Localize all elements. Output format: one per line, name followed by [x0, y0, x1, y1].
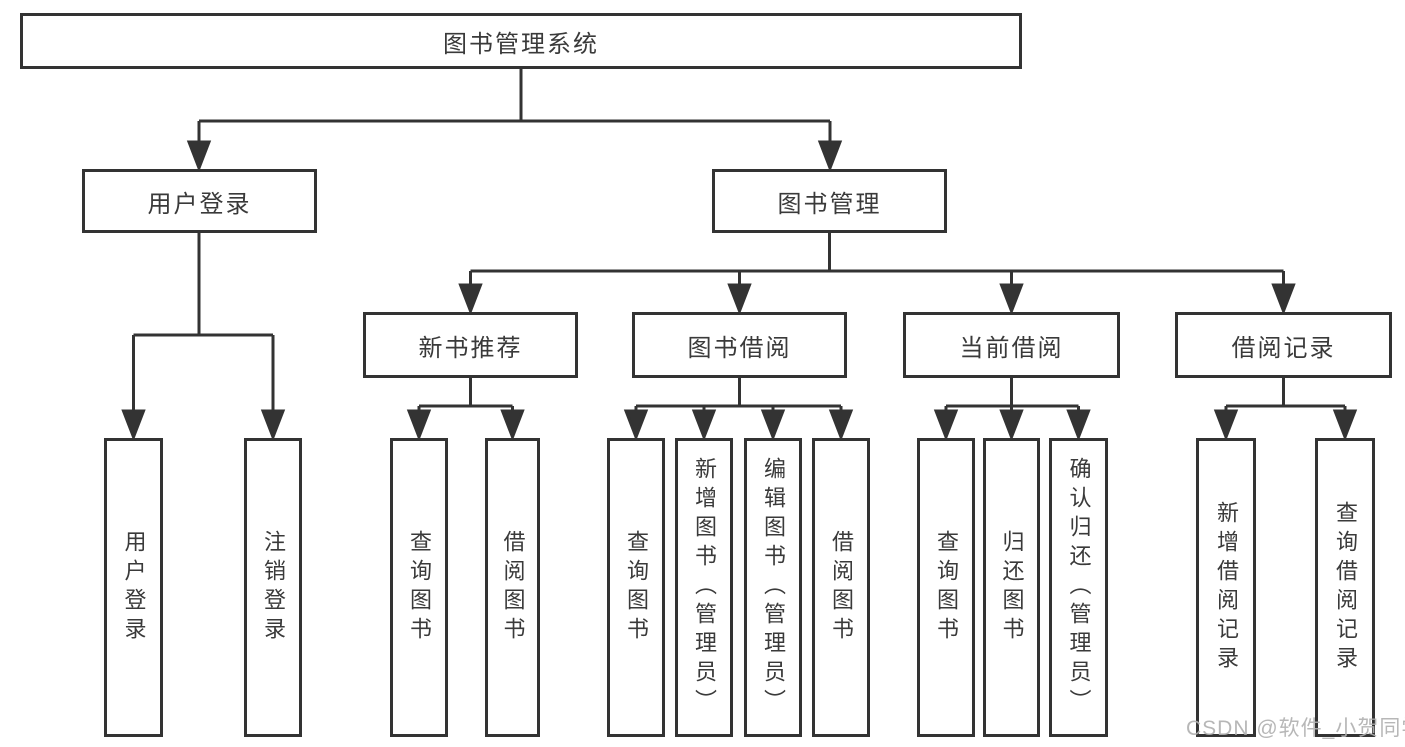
node-new-book-recommend: 新书推荐 [363, 312, 578, 378]
node-label: 用户登录 [147, 190, 252, 218]
node-borrow-records: 借阅记录 [1175, 312, 1392, 378]
edge-book-management-to-level3 [458, 233, 1296, 316]
node-label: 查询图书 [934, 529, 959, 646]
node-library-system: 图书管理系统 [20, 13, 1022, 69]
arrow-down-icon [1332, 409, 1358, 442]
node-label: 归还图书 [999, 529, 1025, 646]
leaf-logout: 注销登录 [244, 438, 302, 737]
arrow-down-icon [1271, 283, 1296, 316]
edge-user-login-to-children [121, 233, 286, 442]
leaf-add-borrow-record: 新增借阅记录 [1196, 438, 1256, 737]
leaf-confirm-return-admin: 确认归还（管理员） [1049, 438, 1108, 737]
edge-new-book-to-children [406, 378, 525, 442]
node-label: 当前借阅 [959, 334, 1064, 362]
node-book-borrow: 图书借阅 [632, 312, 847, 378]
leaf-borrow-books: 借阅图书 [812, 438, 870, 737]
arrow-down-icon [817, 140, 843, 173]
node-label: 新增图书（管理员） [692, 457, 717, 718]
leaf-query-borrow-record: 查询借阅记录 [1315, 438, 1375, 737]
leaf-user-login: 用户登录 [104, 438, 163, 737]
arrow-down-icon [933, 409, 959, 442]
node-label: 借阅记录 [1231, 334, 1336, 362]
leaf-return-books: 归还图书 [983, 438, 1040, 737]
node-label: 用户登录 [121, 529, 147, 646]
edge-book-borrow-to-children [623, 378, 854, 442]
node-label: 新增借阅记录 [1214, 500, 1239, 675]
leaf-add-book-admin: 新增图书（管理员） [675, 438, 733, 737]
node-label: 借阅图书 [500, 529, 526, 646]
csdn-watermark: CSDN @软件_小贺同学 [1186, 717, 1405, 740]
leaf-borrow-books-recommend: 借阅图书 [485, 438, 540, 737]
node-label: 新书推荐 [418, 334, 523, 362]
node-label: 图书管理系统 [443, 30, 599, 58]
node-label: 注销登录 [261, 529, 286, 646]
arrow-down-icon [999, 283, 1024, 316]
node-label: 查询图书 [407, 529, 432, 646]
node-label: 图书借阅 [687, 334, 792, 362]
arrow-down-icon [727, 283, 752, 316]
arrow-down-icon [691, 409, 717, 442]
arrow-down-icon [760, 409, 786, 442]
leaf-query-books-recommend: 查询图书 [390, 438, 448, 737]
leaf-query-books-current: 查询图书 [917, 438, 975, 737]
arrow-down-icon [828, 409, 854, 442]
node-label: 图书管理 [777, 190, 882, 218]
node-current-borrow: 当前借阅 [903, 312, 1120, 378]
arrow-down-icon [1213, 409, 1239, 442]
arrow-down-icon [406, 409, 432, 442]
node-label: 查询借阅记录 [1333, 500, 1358, 675]
edge-root-to-level2 [186, 69, 843, 173]
arrow-down-icon [1066, 409, 1091, 442]
node-book-management: 图书管理 [712, 169, 947, 233]
node-label: 确认归还（管理员） [1066, 457, 1092, 718]
arrow-down-icon [186, 140, 212, 173]
arrow-down-icon [260, 409, 286, 442]
node-label: 编辑图书（管理员） [761, 457, 786, 718]
edge-current-borrow-to-children [933, 378, 1091, 442]
edge-borrow-records-to-children [1213, 378, 1358, 442]
leaf-query-books-borrow: 查询图书 [607, 438, 665, 737]
leaf-edit-book-admin: 编辑图书（管理员） [744, 438, 802, 737]
arrow-down-icon [121, 409, 146, 442]
arrow-down-icon [623, 409, 649, 442]
arrow-down-icon [458, 283, 483, 316]
node-label: 借阅图书 [829, 529, 854, 646]
node-label: 查询图书 [624, 529, 649, 646]
arrow-down-icon [999, 409, 1024, 442]
node-user-login: 用户登录 [82, 169, 317, 233]
arrow-down-icon [500, 409, 525, 442]
